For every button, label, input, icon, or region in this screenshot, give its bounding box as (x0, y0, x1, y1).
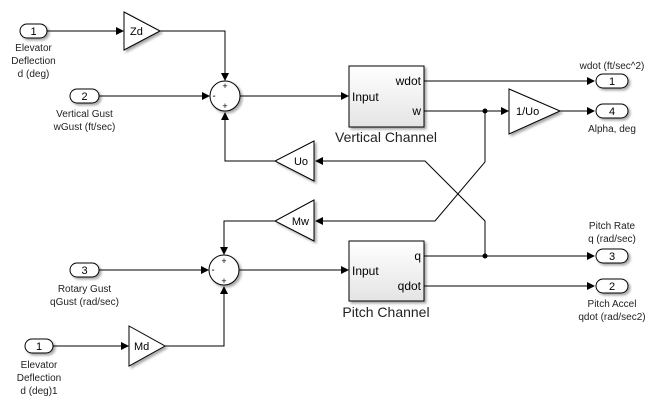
sum-sign-bottom: + (222, 101, 227, 111)
wire-w-to-mw (315, 111, 486, 225)
branch-point-w (482, 108, 488, 114)
inport-label: Deflection (11, 56, 55, 67)
sum-sign-bottom: + (221, 276, 226, 286)
inport-label: d (deg) (18, 69, 50, 80)
outport-label: qdot (rad/sec2) (578, 312, 645, 323)
outport-label: q (rad/sec) (588, 234, 636, 245)
wire-uo-to-sum (221, 112, 275, 162)
gain-zd[interactable]: Zd (123, 11, 162, 51)
outport-2[interactable]: 2 Pitch Accel qdot (rad/sec2) (578, 278, 646, 323)
inport-2[interactable]: 2 Vertical Gust wGust (ft/sec) (53, 88, 116, 133)
inport-label: Deflection (17, 373, 61, 384)
inport-label: d (deg)1 (20, 386, 58, 397)
inport-1a[interactable]: 1 Elevator Deflection d (deg) (11, 23, 56, 80)
subsystem-name: Pitch Channel (342, 304, 429, 320)
wire-mw-to-sum (220, 220, 275, 255)
gain-label: Uo (294, 156, 308, 168)
subsystem-output-port-label: wdot (395, 74, 422, 88)
subsystem-output-port-label: w (411, 104, 421, 118)
gain-label: Mw (292, 216, 309, 228)
outport-4[interactable]: 4 Alpha, deg (588, 103, 636, 135)
outport-number: 2 (609, 281, 615, 293)
signal-lines (47, 27, 595, 350)
sum-sign-left: - (211, 265, 214, 276)
inport-label: Rotary Gust (58, 284, 112, 295)
inport-label: qGust (rad/sec) (50, 297, 119, 308)
wire-q-to-uo (315, 157, 486, 256)
subsystem-input-port-label: Input (352, 264, 379, 278)
inport-number: 1 (36, 341, 42, 353)
gain-md[interactable]: Md (128, 325, 167, 367)
gain-mw[interactable]: Mw (273, 199, 315, 242)
sum-sign-top: + (221, 256, 226, 266)
sum-sign-left: - (212, 91, 215, 102)
inport-number: 1 (30, 26, 36, 38)
inport-number: 3 (81, 265, 87, 277)
subsystem-vertical-channel[interactable]: Input wdot w Vertical Channel (335, 65, 437, 145)
outport-3[interactable]: Pitch Rate q (rad/sec) 3 (588, 221, 636, 264)
inport-label: wGust (ft/sec) (53, 122, 116, 133)
gain-uo[interactable]: Uo (273, 140, 315, 182)
inport-label: Elevator (15, 43, 52, 54)
outport-label: Alpha, deg (588, 124, 636, 135)
subsystem-output-port-label: qdot (398, 279, 422, 293)
gain-label: Md (134, 341, 149, 353)
gain-label: 1/Uo (516, 106, 539, 118)
subsystem-name: Vertical Channel (335, 129, 437, 145)
gain-label: Zd (130, 26, 143, 38)
sum-sign-top: + (222, 81, 227, 91)
inport-label: Vertical Gust (56, 109, 113, 120)
outport-label: Pitch Accel (588, 299, 637, 310)
outport-label: Pitch Rate (589, 221, 636, 232)
wire-md-to-sum (165, 286, 228, 347)
outport-1[interactable]: wdot (ft/sec^2) 1 (579, 61, 645, 89)
subsystem-output-port-label: q (414, 249, 421, 263)
branch-point-q (482, 253, 488, 259)
gain-inv-uo[interactable]: 1/Uo (508, 88, 562, 135)
wire-zd-to-sum (160, 30, 229, 81)
outport-number: 3 (609, 251, 615, 263)
outport-number: 1 (609, 76, 615, 88)
sum-lower[interactable]: + - + (208, 254, 240, 286)
inport-label: Elevator (21, 360, 58, 371)
subsystem-input-port-label: Input (352, 90, 379, 104)
outport-number: 4 (609, 106, 615, 118)
inport-1b[interactable]: 1 Elevator Deflection d (deg)1 (17, 338, 61, 397)
subsystem-pitch-channel[interactable]: Input q qdot Pitch Channel (342, 240, 430, 320)
sum-upper[interactable]: + - + (209, 80, 241, 112)
inport-number: 2 (81, 91, 87, 103)
outport-label: wdot (ft/sec^2) (579, 61, 645, 72)
inport-3[interactable]: 3 Rotary Gust qGust (rad/sec) (50, 262, 119, 308)
